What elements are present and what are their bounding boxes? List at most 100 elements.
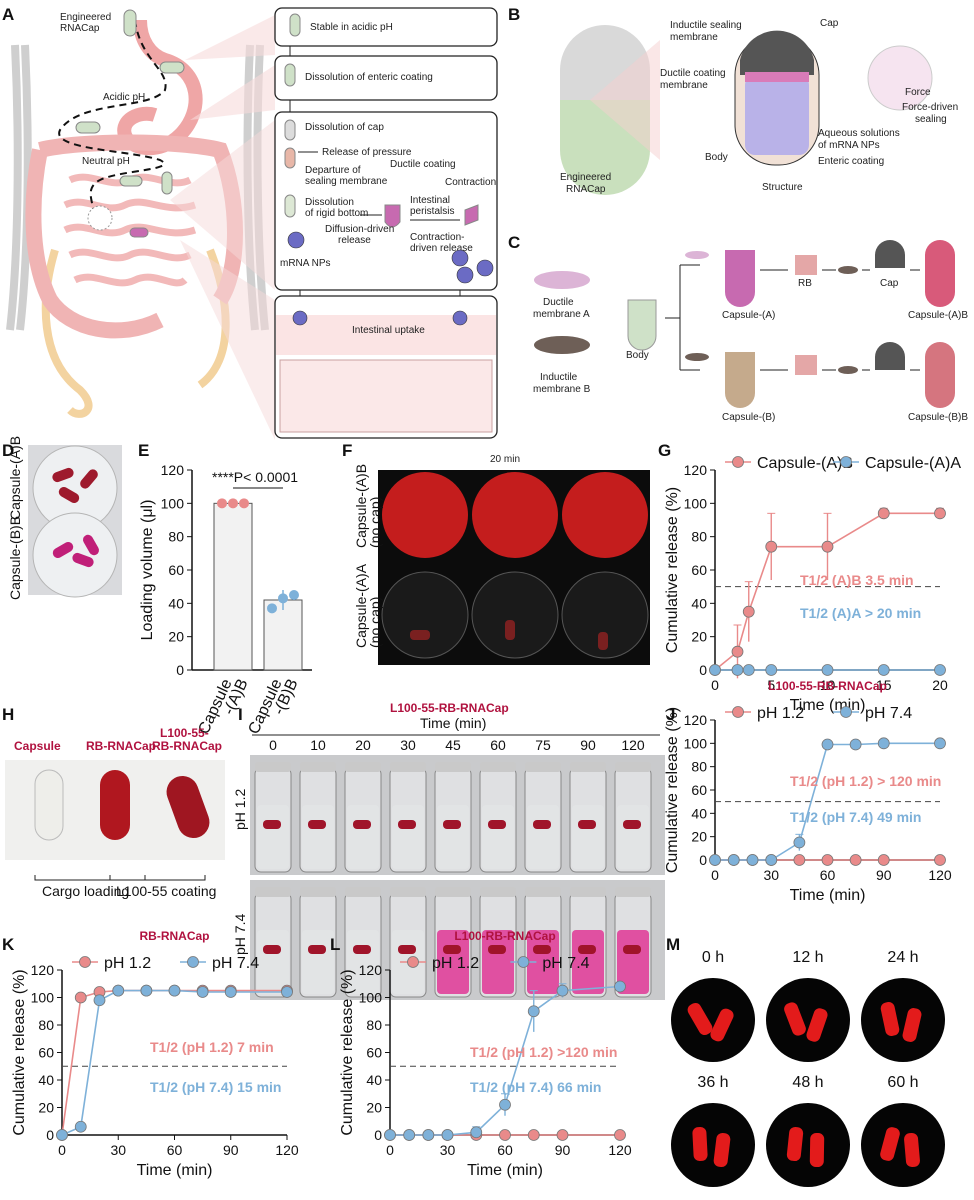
vial-capsule <box>443 945 461 954</box>
vial-capsule <box>578 945 596 954</box>
data-point <box>793 854 806 866</box>
panel-b: B Engineered RNACap Inductile sealing me… <box>508 5 958 195</box>
vial-cap <box>300 887 336 897</box>
panel-letter-i: I <box>238 705 243 724</box>
label-force: Force <box>905 87 931 98</box>
membrane-a-icon <box>534 271 590 289</box>
vial-capsule <box>623 820 641 829</box>
annotation-1: T1/2 (pH 1.2) > 120 min <box>790 773 941 789</box>
label-inductile: Inductile sealing <box>670 20 742 31</box>
y-tick-label: 40 <box>168 595 184 611</box>
vial-cap <box>435 762 471 772</box>
vial-cap <box>480 762 516 772</box>
vial-liquid <box>482 805 514 869</box>
data-point <box>821 738 834 751</box>
epithelium-cells <box>279 359 493 433</box>
y-tick-label: 60 <box>691 562 707 578</box>
small-intestine <box>63 173 197 287</box>
data-point <box>934 737 946 750</box>
i-row1: pH 1.2 <box>232 789 248 830</box>
m-capsule <box>786 1126 804 1162</box>
text-dissolution: Dissolution <box>305 197 354 208</box>
text-rigid-bottom: of rigid bottom <box>305 208 368 219</box>
x-tick-label: 90 <box>223 1142 239 1158</box>
m-capsule <box>809 1132 825 1168</box>
h-coat: L100-55 coating <box>116 883 216 899</box>
y-tick-label: 80 <box>691 529 707 545</box>
vial-cap <box>525 887 561 897</box>
y-tick-label: 0 <box>699 852 707 868</box>
i-time-label: 10 <box>310 737 326 753</box>
m-time-label: 12 h <box>792 949 823 966</box>
x-tick-label: 10 <box>820 677 836 693</box>
vial-liquid <box>572 805 604 869</box>
label-ductile-b: Ductile coating <box>660 68 726 79</box>
label-body-b: Body <box>705 152 728 163</box>
panel-letter-j: J <box>666 705 675 724</box>
y-tick-label: 60 <box>38 1045 54 1061</box>
force-zoom <box>867 45 933 111</box>
text-mrna-nps: mRNA NPs <box>280 258 331 269</box>
data-point <box>441 1129 454 1141</box>
label-d-top: Capsule-(A)B <box>7 436 23 520</box>
label-neutral-ph: Neutral pH <box>82 156 130 167</box>
text-diffusion-release: release <box>338 235 371 246</box>
text-pressure: Release of pressure <box>322 147 412 158</box>
box-release <box>274 111 498 291</box>
body-c-icon <box>627 299 657 351</box>
legend-label: pH 1.2 <box>757 705 804 722</box>
m-capsule <box>692 1126 708 1162</box>
y-axis-label: Cumulative release (%) <box>664 487 681 653</box>
m-dish <box>671 978 755 1062</box>
capsule-bb-icon <box>925 342 955 408</box>
structure-cap <box>740 30 814 75</box>
y-tick-label: 120 <box>161 462 185 478</box>
data-point <box>140 984 153 997</box>
f-row1b: (no cap) <box>367 497 383 548</box>
m-dish <box>861 978 945 1062</box>
data-point <box>742 605 755 618</box>
m-capsule <box>806 1008 828 1042</box>
data-point <box>877 664 890 676</box>
label-ductile-a2: membrane A <box>533 309 590 320</box>
f-row2: Capsule-(A)A <box>353 563 369 648</box>
zoom-funnel-2 <box>190 65 275 120</box>
panel-d: D Capsule-(A)B Capsule-(B)B <box>2 436 122 600</box>
y-tick-label: 100 <box>31 990 55 1006</box>
capsule-rb <box>100 770 130 840</box>
capsule-icons-a <box>75 9 185 238</box>
data-point <box>709 664 721 676</box>
text-stable: Stable in acidic pH <box>310 22 393 33</box>
label-capsule-b: Capsule-(B) <box>722 412 775 423</box>
y-tick-label: 120 <box>31 962 55 978</box>
rb-icon <box>795 255 817 275</box>
y-tick-label: 100 <box>684 495 708 511</box>
vial-capsule <box>533 945 551 954</box>
m-dish <box>766 1103 850 1187</box>
capsule-a-icon <box>725 250 755 307</box>
zoom-funnel-b <box>590 40 660 160</box>
vial-liquid <box>347 805 379 869</box>
data-point <box>877 507 890 520</box>
data-point <box>281 986 293 998</box>
i-vials <box>254 762 652 998</box>
annotation-2: T1/2 (pH 7.4) 49 min <box>790 809 921 825</box>
stomach <box>117 19 203 156</box>
structure-ductile <box>745 72 809 82</box>
x-tick-label: 120 <box>608 1142 632 1158</box>
legend-label: Capsule-(A)B <box>757 455 853 472</box>
capsules-top-d <box>52 467 98 503</box>
text-uptake: Intestinal uptake <box>352 325 425 336</box>
data-point <box>849 738 862 751</box>
h-l100-1: L100-55- <box>160 726 209 740</box>
m-capsule <box>710 1008 734 1042</box>
data-point <box>765 540 778 553</box>
legend-marker <box>732 456 744 468</box>
legend-marker <box>187 956 199 968</box>
vial-cap <box>255 887 291 897</box>
m-capsule <box>687 1002 713 1036</box>
